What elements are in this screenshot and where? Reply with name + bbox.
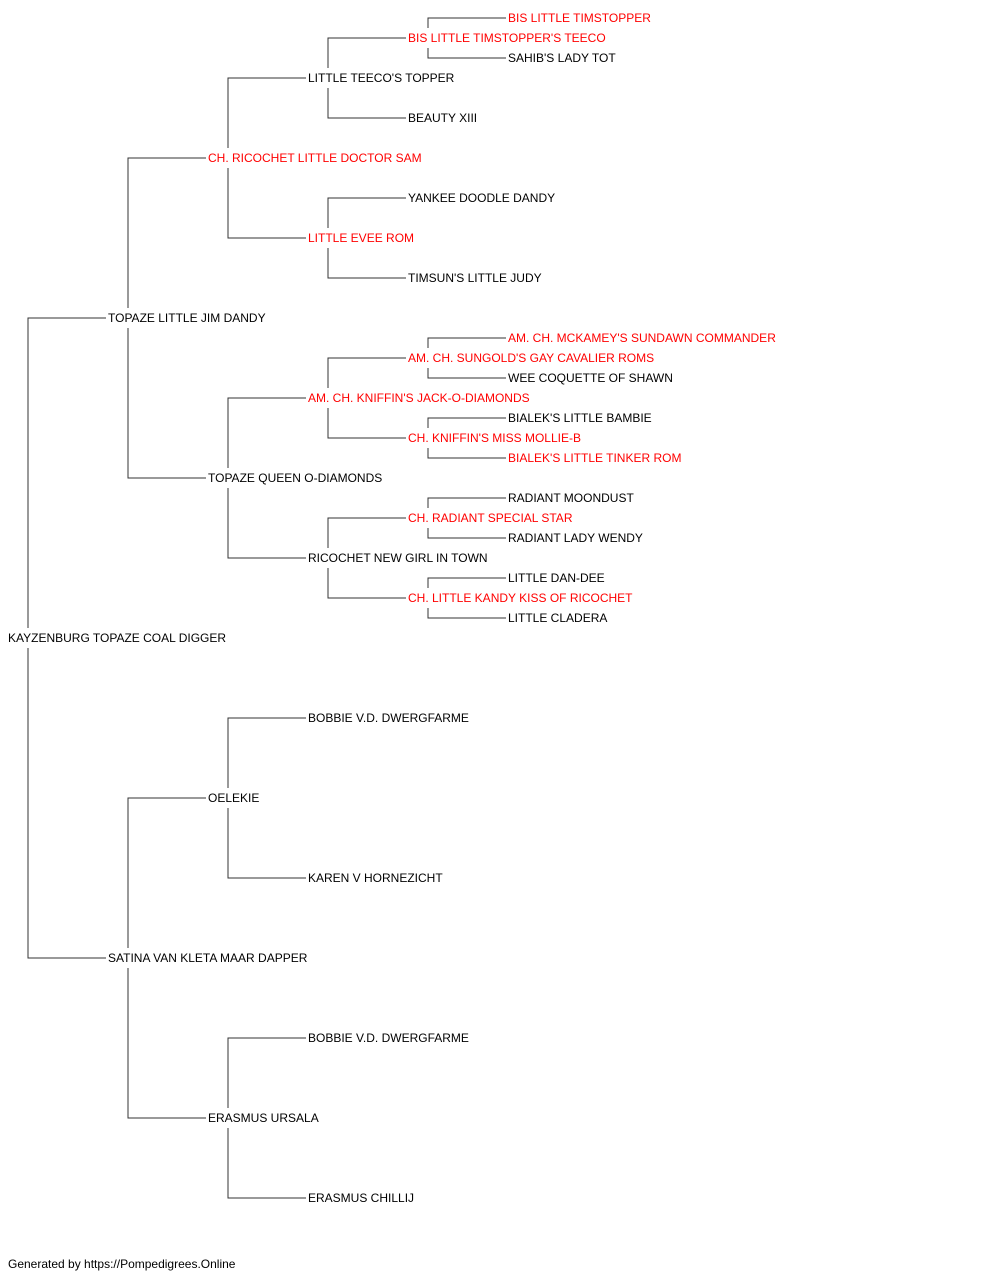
dog-name-sire-dam-sire: AM. CH. KNIFFIN'S JACK-O-DIAMONDS (308, 391, 530, 405)
dog-name-sire-dam-dam-sire-sire: RADIANT MOONDUST (508, 491, 634, 505)
dam-connector (127, 328, 206, 479)
dog-name-sire-sire-sire-sire-dam: SAHIB'S LADY TOT (508, 51, 616, 65)
sire-connector (327, 357, 406, 388)
dog-name-sire-dam-dam-dam-sire: LITTLE DAN-DEE (508, 571, 605, 585)
dam-connector (227, 488, 306, 559)
dog-name-sire-sire-sire-sire: BIS LITTLE TIMSTOPPER'S TEECO (408, 31, 606, 45)
dog-name-dam-dam-dam: ERASMUS CHILLIJ (308, 1191, 414, 1205)
dog-name-sire-dam-dam-sire-dam: RADIANT LADY WENDY (508, 531, 643, 545)
dam-connector (427, 528, 506, 539)
connector-lines (27, 17, 506, 1199)
dog-name-dam: SATINA VAN KLETA MAAR DAPPER (108, 951, 308, 965)
dam-connector (327, 568, 406, 599)
sire-connector (427, 497, 506, 508)
dog-name-sire-sire-sire: LITTLE TEECO'S TOPPER (308, 71, 455, 85)
sire-connector (327, 37, 406, 68)
dog-name-subject: KAYZENBURG TOPAZE COAL DIGGER (8, 631, 226, 645)
sire-connector (327, 197, 406, 228)
sire-connector (427, 17, 506, 28)
dog-labels: KAYZENBURG TOPAZE COAL DIGGER TOPAZE LITT… (8, 11, 776, 1205)
dog-name-sire-dam-sire-sire-dam: WEE COQUETTE OF SHAWN (508, 371, 673, 385)
dog-name-sire-dam-sire-dam-dam: BIALEK'S LITTLE TINKER ROM (508, 451, 681, 465)
dog-name-sire-dam: TOPAZE QUEEN O-DIAMONDS (208, 471, 382, 485)
dog-name-dam-dam-sire: BOBBIE V.D. DWERGFARME (308, 1031, 469, 1045)
sire-connector (27, 317, 106, 628)
dam-connector (427, 608, 506, 619)
dog-name-sire-dam-sire-dam-sire: BIALEK'S LITTLE BAMBIE (508, 411, 652, 425)
dog-name-sire-dam-sire-dam: CH. KNIFFIN'S MISS MOLLIE-B (408, 431, 581, 445)
sire-connector (227, 717, 306, 788)
dog-name-sire-sire-sire-dam: BEAUTY XIII (408, 111, 477, 125)
dog-name-sire-sire-dam: LITTLE EVEE ROM (308, 231, 414, 245)
sire-connector (227, 397, 306, 468)
sire-connector (327, 517, 406, 548)
dog-name-sire-dam-sire-sire: AM. CH. SUNGOLD'S GAY CAVALIER ROMS (408, 351, 654, 365)
dog-name-sire-dam-dam-dam-dam: LITTLE CLADERA (508, 611, 607, 625)
sire-connector (227, 77, 306, 148)
sire-connector (227, 1037, 306, 1108)
sire-connector (427, 417, 506, 428)
dog-name-sire-dam-dam: RICOCHET NEW GIRL IN TOWN (308, 551, 488, 565)
dog-name-sire-dam-dam-sire: CH. RADIANT SPECIAL STAR (408, 511, 573, 525)
dam-connector (327, 408, 406, 439)
dog-name-dam-dam: ERASMUS URSALA (208, 1111, 319, 1125)
dog-name-sire-dam-dam-dam: CH. LITTLE KANDY KISS OF RICOCHET (408, 591, 633, 605)
dog-name-sire-sire-sire-sire-sire: BIS LITTLE TIMSTOPPER (508, 11, 651, 25)
dam-connector (327, 88, 406, 119)
sire-connector (127, 157, 206, 308)
sire-connector (427, 337, 506, 348)
sire-connector (127, 797, 206, 948)
dog-name-sire-sire-dam-dam: TIMSUN'S LITTLE JUDY (408, 271, 542, 285)
dam-connector (227, 1128, 306, 1199)
dog-name-sire-sire: CH. RICOCHET LITTLE DOCTOR SAM (208, 151, 422, 165)
dam-connector (427, 448, 506, 459)
dog-name-sire-sire-dam-sire: YANKEE DOODLE DANDY (408, 191, 555, 205)
dam-connector (227, 168, 306, 239)
footer-credit: Generated by https://Pompedigrees.Online (8, 1257, 236, 1271)
dog-name-dam-sire-sire: BOBBIE V.D. DWERGFARME (308, 711, 469, 725)
dam-connector (427, 48, 506, 59)
dog-name-sire: TOPAZE LITTLE JIM DANDY (108, 311, 266, 325)
dam-connector (327, 248, 406, 279)
sire-connector (427, 577, 506, 588)
dam-connector (427, 368, 506, 379)
dog-name-dam-sire: OELEKIE (208, 791, 259, 805)
dam-connector (227, 808, 306, 879)
dog-name-dam-sire-dam: KAREN V HORNEZICHT (308, 871, 443, 885)
dam-connector (127, 968, 206, 1119)
dog-name-sire-dam-sire-sire-sire: AM. CH. MCKAMEY'S SUNDAWN COMMANDER (508, 331, 776, 345)
dam-connector (27, 648, 106, 959)
